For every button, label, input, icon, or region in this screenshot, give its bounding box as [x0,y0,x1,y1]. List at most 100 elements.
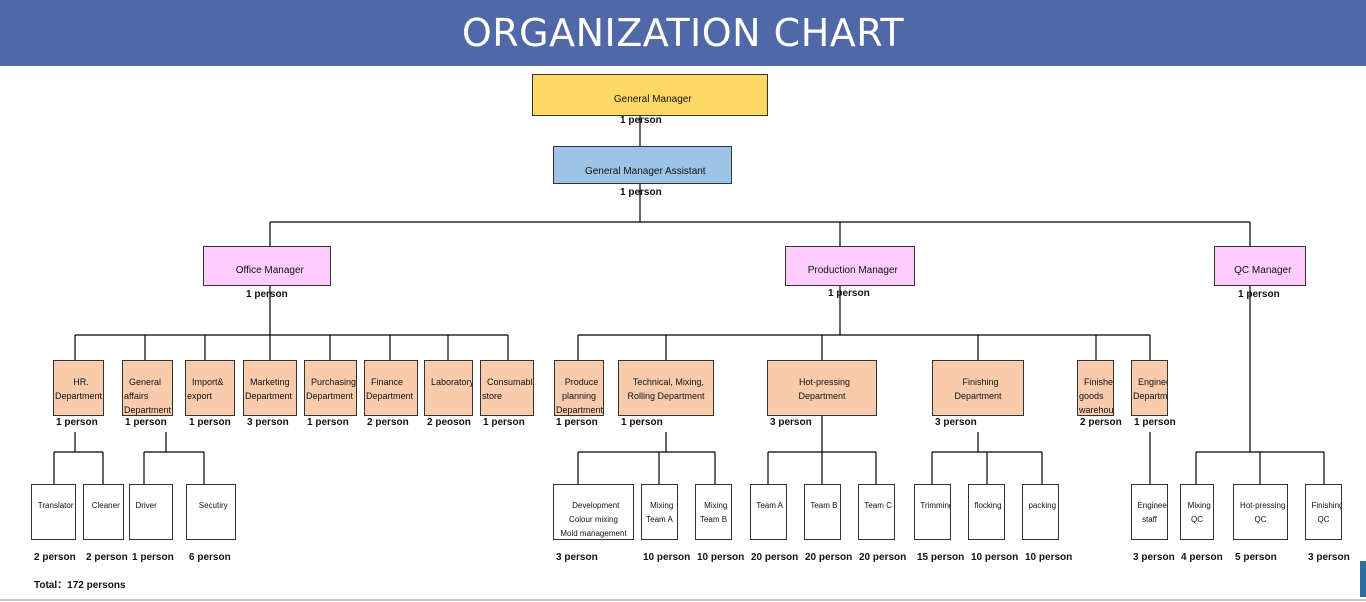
person-count: 15 person [917,552,965,563]
box-label: Engineering staff [1137,501,1167,524]
page-title: ORGANIZATION CHART [461,11,905,55]
purchasing-department-box: Purchasing Department [304,360,357,416]
person-count: 1 person [620,115,662,126]
box-label: Secutiry [198,501,228,510]
box-label: Consumable store [482,377,534,401]
title-banner: ORGANIZATION CHART [0,0,1366,66]
person-count: 1 person [483,417,525,428]
person-count: 1 person [246,289,288,300]
person-count: 1 person [620,187,662,198]
box-label: Production Manager [807,265,898,276]
box-label: Team A [756,501,783,510]
finishing-qc-box: Finishing QC [1305,484,1342,540]
divider [0,599,1366,601]
hot-pressing-qc-box: Hot-pressing QC [1233,484,1288,540]
mixing-team-b-box: Mixing Team B [695,484,732,540]
gm-assistant-box: General Manager Assistant [553,146,732,184]
person-count: 1 person [621,417,663,428]
box-label: Technical, Mixing, Rolling Department [627,377,705,401]
consumable-store-box: Consumable store [480,360,534,416]
box-label: General affairs Department [124,377,172,415]
person-count: 10 person [1025,552,1073,563]
qc-manager-box: QC Manager [1214,246,1306,286]
person-count: 10 person [643,552,691,563]
cleaner-box: Cleaner [83,484,124,540]
person-count: 10 person [971,552,1019,563]
person-count: 20 person [859,552,907,563]
box-label: Marketing Department [245,377,293,401]
person-count: 20 person [805,552,853,563]
box-label: Team C [864,501,892,510]
box-label: Mixing Team B [699,501,728,524]
person-count: 3 person [1133,552,1175,563]
box-label: General Manager Assistant [584,166,706,177]
finishing-department-box: Finishing Department [932,360,1024,416]
team-c-box: Team C [858,484,895,540]
person-count: 2 person [86,552,128,563]
box-label: Purchasing Department [306,377,357,401]
box-label: Finishing Department [954,377,1002,401]
box-label: Finishing QC [1311,501,1342,524]
box-label: General Manager [613,94,692,105]
general-manager-box: General Manager [532,74,768,116]
box-label: HR. Department [55,377,103,401]
box-label: Translator [37,501,74,510]
person-count: 1 person [307,417,349,428]
person-count: 1 person [56,417,98,428]
finance-department-box: Finance Department [364,360,418,416]
box-label: Trimming [920,501,951,510]
hr-department-box: HR. Department [53,360,104,416]
box-label: Team B [810,501,838,510]
production-manager-box: Production Manager [785,246,915,286]
security-box: Secutiry [186,484,236,540]
import-export-box: Import& export [185,360,235,416]
box-label: Finance Department [366,377,414,401]
person-count: 1 person [189,417,231,428]
person-count: 2 person [1080,417,1122,428]
person-count: 1 person [132,552,174,563]
person-count: 1 person [828,288,870,299]
hot-pressing-department-box: Hot-pressing Department [767,360,877,416]
laboratory-box: Laboratory [424,360,473,416]
box-label: Engineering Department [1133,377,1168,401]
box-label: Driver [135,501,157,510]
box-label: Produce planning Department [556,377,604,415]
person-count: 4 person [1181,552,1223,563]
general-affairs-box: General affairs Department [122,360,173,416]
person-count: 3 person [935,417,977,428]
box-label: flocking [974,501,1002,510]
development-box: Development Colour mixing Mold managemen… [553,484,634,540]
box-label: Hot-pressing QC [1240,501,1286,524]
box-label: Hot-pressing Department [798,377,851,401]
box-label: Cleaner [91,501,120,510]
team-b-box: Team B [804,484,841,540]
box-label: Import& export [187,377,224,401]
box-label: Mixing QC [1187,501,1211,524]
driver-box: Driver [129,484,173,540]
person-count: 2 person [34,552,76,563]
person-count: 3 person [556,552,598,563]
mixing-qc-box: Mixing QC [1180,484,1214,540]
box-label: Office Manager [235,265,304,276]
marketing-department-box: Marketing Department [243,360,297,416]
edge-marker [1360,561,1366,597]
person-count: 1 person [1134,417,1176,428]
finished-goods-warehouse-box: Finished goods warehouse [1077,360,1114,416]
box-label: Laboratory [431,377,473,387]
person-count: 10 person [697,552,745,563]
technical-mixing-rolling-box: Technical, Mixing, Rolling Department [618,360,714,416]
box-label: QC Manager [1234,265,1292,276]
box-label: Finished goods warehouse [1079,377,1114,415]
person-count: 6 person [189,552,231,563]
person-count: 5 person [1235,552,1277,563]
engineering-department-box: Engineering Department [1131,360,1168,416]
produce-planning-box: Produce planning Department [554,360,604,416]
packing-box: packing [1022,484,1059,540]
box-label: packing [1028,501,1057,510]
person-count: 1 person [125,417,167,428]
box-label: Mixing Team A [646,501,674,524]
mixing-team-a-box: Mixing Team A [641,484,678,540]
trimming-box: Trimming [914,484,951,540]
person-count: 3 person [1308,552,1350,563]
person-count: 3 person [770,417,812,428]
